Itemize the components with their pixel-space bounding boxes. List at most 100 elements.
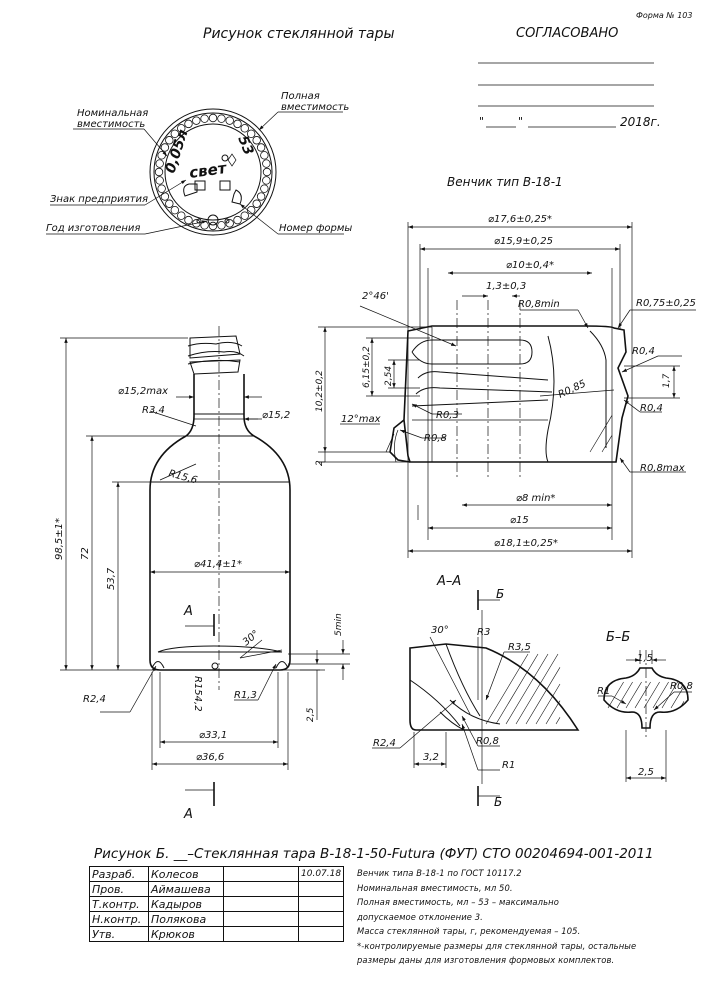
signature-block: Разраб. Колесов 10.07.18 Пров. Аймашева … xyxy=(89,866,345,942)
note-line: *-контролируемые размеры для стеклянной … xyxy=(357,940,637,951)
date-quote-open: " xyxy=(479,115,484,128)
knurling-bead xyxy=(225,116,234,125)
knurling-bead xyxy=(200,221,209,230)
dim-d-thread: ⌀15,9±0,25 xyxy=(494,236,553,247)
knurling-bead xyxy=(170,205,180,215)
dim-d15: ⌀15 xyxy=(510,515,529,526)
dim-d152: ⌀15,2 xyxy=(262,410,290,421)
section-bb-view xyxy=(598,650,692,782)
dim-d8: ⌀8 min* xyxy=(516,493,555,504)
signature-name: Крюков xyxy=(148,926,224,942)
hatch-line xyxy=(555,717,561,725)
knurling-bead xyxy=(217,114,226,123)
section-a-bottom-label: А xyxy=(183,807,193,822)
dim-angle: 2°46' xyxy=(362,291,389,302)
dim-d414: ⌀41,4±1* xyxy=(194,559,242,570)
signature-sign xyxy=(223,926,299,942)
enterprise-mark-label: Знак предприятия xyxy=(50,194,148,205)
hatch-line xyxy=(679,701,685,709)
technical-notes: Венчик типа В-18-1 по ГОСТ 10117.2 Номин… xyxy=(357,866,636,968)
bottom-marking-view: 0,05л 53 свет xyxy=(149,108,277,236)
bb-w25: 2,5 xyxy=(638,767,654,778)
hatch-line xyxy=(589,415,613,453)
knurling-bead xyxy=(154,167,164,177)
hatch-line xyxy=(505,653,549,725)
section-aa-hatching xyxy=(485,653,561,725)
knurling-bead xyxy=(177,211,186,220)
dim-h537: 53,7 xyxy=(106,567,117,590)
approval-lines xyxy=(478,62,654,128)
hatch-line xyxy=(545,700,561,725)
section-aa-title: А–А xyxy=(436,574,461,589)
signature-row: Разраб. Колесов 10.07.18 xyxy=(89,866,345,882)
dim-r085: R0,85 xyxy=(557,378,588,400)
date-quote-close: " xyxy=(518,115,523,128)
approval-heading: СОГЛАСОВАНО xyxy=(516,26,618,41)
bottle-view xyxy=(60,326,350,806)
dim-h254: 2,54 xyxy=(384,366,394,386)
dim-r1542: R154,2 xyxy=(192,676,203,712)
hatch-line xyxy=(670,686,685,709)
knurling-bead xyxy=(170,129,180,139)
full-volume-value: 53 xyxy=(234,134,256,158)
signature-row: Т.контр. Кадыров xyxy=(89,896,345,912)
hatch-line xyxy=(601,435,613,453)
signature-date xyxy=(297,881,345,897)
section-aa-view xyxy=(372,590,580,806)
dim-angle12: 12°max xyxy=(341,414,381,425)
dim-r03: R0,3 xyxy=(436,410,459,421)
knurling-bead xyxy=(192,219,201,228)
dim-d-outer: ⌀17,6±0,25* xyxy=(488,214,552,225)
note-line: допускаемое отклонение 3. xyxy=(357,911,483,922)
dim-r08max: R0,8max xyxy=(640,463,685,474)
finish-section xyxy=(318,222,696,558)
signature-sign xyxy=(223,881,299,897)
finish-hatching xyxy=(589,415,613,453)
knurling-bead xyxy=(157,184,166,193)
knurling-bead xyxy=(246,129,256,139)
drawing-caption: Рисунок Б. __–Стеклянная тара В-18-1-50-… xyxy=(94,846,654,862)
dim-h985: 98,5±1* xyxy=(54,518,65,560)
dim-h2: 2 xyxy=(315,460,325,466)
aa-angle30: 30° xyxy=(431,625,449,636)
dim-pitch: 1,3±0,3 xyxy=(486,281,526,292)
knurling-bead xyxy=(262,159,271,168)
hatch-line xyxy=(515,653,559,725)
dim-r075: R0,75±0,25 xyxy=(636,298,696,309)
dim-r04a: R0,4 xyxy=(632,346,655,357)
signature-role: Разраб. xyxy=(89,866,149,882)
signature-date: 10.07.18 xyxy=(297,866,345,882)
section-b-top-label: Б xyxy=(496,587,504,601)
knurling-bead xyxy=(240,124,249,133)
dim-h25: 2,5 xyxy=(306,707,316,722)
signature-name: Кадыров xyxy=(148,896,224,912)
knurling-bead xyxy=(177,124,186,133)
dim-h102: 10,2±0,2 xyxy=(315,370,325,412)
hatch-line xyxy=(625,681,642,709)
knurling-bead xyxy=(208,221,218,231)
dim-r34: R3,4 xyxy=(142,405,165,416)
signature-role: Утв. xyxy=(89,926,149,942)
knurling-bead xyxy=(262,176,271,185)
knurling-bead xyxy=(252,199,261,208)
knurling-bead xyxy=(256,192,266,201)
knurling-bead xyxy=(165,136,174,145)
signature-row: Утв. Крюков xyxy=(89,926,345,942)
signature-date xyxy=(297,896,345,912)
note-line: Масса стеклянной тары, г, рекомендуемая … xyxy=(357,926,581,936)
knurling-bead xyxy=(233,215,242,225)
hatch-line xyxy=(525,667,561,725)
hatch-line xyxy=(607,681,624,709)
bb-r1: R1 xyxy=(597,686,610,697)
knurling-bead xyxy=(233,119,242,129)
signature-date xyxy=(297,911,345,927)
signature-sign xyxy=(223,866,299,882)
section-bb-hatching xyxy=(607,681,685,709)
brand-mark: свет xyxy=(188,159,229,182)
knurling-bead xyxy=(208,113,218,123)
signature-date xyxy=(297,926,345,942)
finish-title: Венчик тип В-18-1 xyxy=(447,175,563,189)
aa-r08: R0,8 xyxy=(476,736,499,747)
aa-r35: R3,5 xyxy=(508,642,531,653)
hatch-line xyxy=(661,681,678,709)
